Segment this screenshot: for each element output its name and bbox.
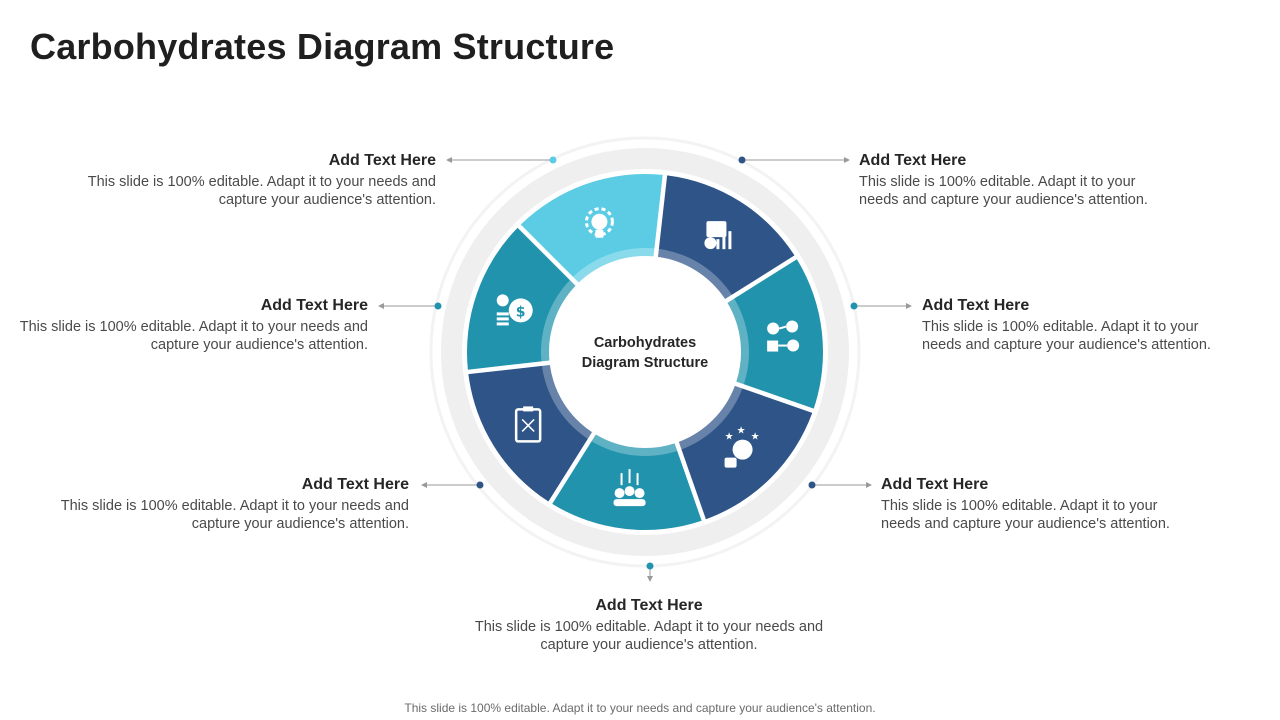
connector-dot bbox=[808, 481, 816, 489]
arrow-head bbox=[844, 157, 850, 163]
callout-heading: Add Text Here bbox=[260, 297, 368, 314]
outer-ring-thin bbox=[429, 136, 861, 568]
callout-mid-left: Add Text Here This slide is 100% editabl… bbox=[8, 296, 368, 354]
connector-dot bbox=[738, 156, 746, 164]
center-circle bbox=[561, 268, 729, 436]
connectors bbox=[378, 157, 912, 582]
arrow-head bbox=[647, 576, 653, 582]
diagram-segment bbox=[657, 175, 795, 300]
svg-text:★: ★ bbox=[737, 426, 746, 437]
callout-heading: Add Text Here bbox=[922, 297, 1030, 314]
callout-body: This slide is 100% editable. Adapt it to… bbox=[881, 498, 1170, 532]
arrow-head bbox=[421, 482, 427, 488]
callout-body: This slide is 100% editable. Adapt it to… bbox=[474, 619, 824, 653]
callout-heading: Add Text Here bbox=[328, 152, 436, 169]
money-bags-icon: $ bbox=[496, 294, 533, 326]
bulb-gear-icon bbox=[584, 207, 614, 238]
callout-body: This slide is 100% editable. Adapt it to… bbox=[922, 319, 1211, 353]
connector-dot bbox=[646, 562, 654, 570]
callout-heading: Add Text Here bbox=[595, 597, 703, 614]
callout-top-left: Add Text Here This slide is 100% editabl… bbox=[76, 151, 436, 209]
callout-body: This slide is 100% editable. Adapt it to… bbox=[859, 174, 1148, 208]
callout-bottom-right: Add Text Here This slide is 100% editabl… bbox=[881, 475, 1191, 533]
arrow-head bbox=[446, 157, 452, 163]
callout-heading: Add Text Here bbox=[859, 152, 967, 169]
callout-heading: Add Text Here bbox=[881, 476, 989, 493]
connector-dot bbox=[850, 302, 858, 310]
connector-dot bbox=[549, 156, 557, 164]
team-growth-icon bbox=[613, 469, 646, 507]
page-title: Carbohydrates Diagram Structure bbox=[30, 26, 615, 67]
arrow-head bbox=[866, 482, 872, 488]
svg-text:$: $ bbox=[516, 304, 526, 320]
callout-body: This slide is 100% editable. Adapt it to… bbox=[87, 174, 436, 208]
svg-text:★: ★ bbox=[751, 432, 760, 443]
callout-bottom-left: Add Text Here This slide is 100% editabl… bbox=[49, 475, 409, 533]
connector-dot bbox=[434, 302, 442, 310]
arrow-head bbox=[906, 303, 912, 309]
rating-stars-person-icon: ★★★ bbox=[724, 426, 760, 468]
arrow-head bbox=[378, 303, 384, 309]
callout-bottom: Add Text Here This slide is 100% editabl… bbox=[466, 596, 832, 654]
callout-top-right: Add Text Here This slide is 100% editabl… bbox=[859, 151, 1169, 209]
callout-body: This slide is 100% editable. Adapt it to… bbox=[60, 498, 409, 532]
footer-note: This slide is 100% editable. Adapt it to… bbox=[404, 701, 876, 715]
center-label: Carbohydrates Diagram Structure bbox=[581, 335, 709, 371]
connector-dot bbox=[476, 481, 484, 489]
callout-mid-right: Add Text Here This slide is 100% editabl… bbox=[922, 296, 1232, 354]
clipboard-strategy-icon bbox=[514, 406, 542, 443]
diagram-segment bbox=[468, 364, 593, 502]
diagram-segment bbox=[552, 434, 702, 530]
money-scroll-chart-icon bbox=[704, 221, 732, 250]
svg-text:★: ★ bbox=[725, 432, 734, 443]
diagram-segment bbox=[520, 174, 663, 283]
network-people-icon bbox=[767, 320, 800, 352]
callout-body: This slide is 100% editable. Adapt it to… bbox=[19, 319, 368, 353]
callout-heading: Add Text Here bbox=[301, 476, 409, 493]
connector-dots bbox=[434, 156, 858, 570]
